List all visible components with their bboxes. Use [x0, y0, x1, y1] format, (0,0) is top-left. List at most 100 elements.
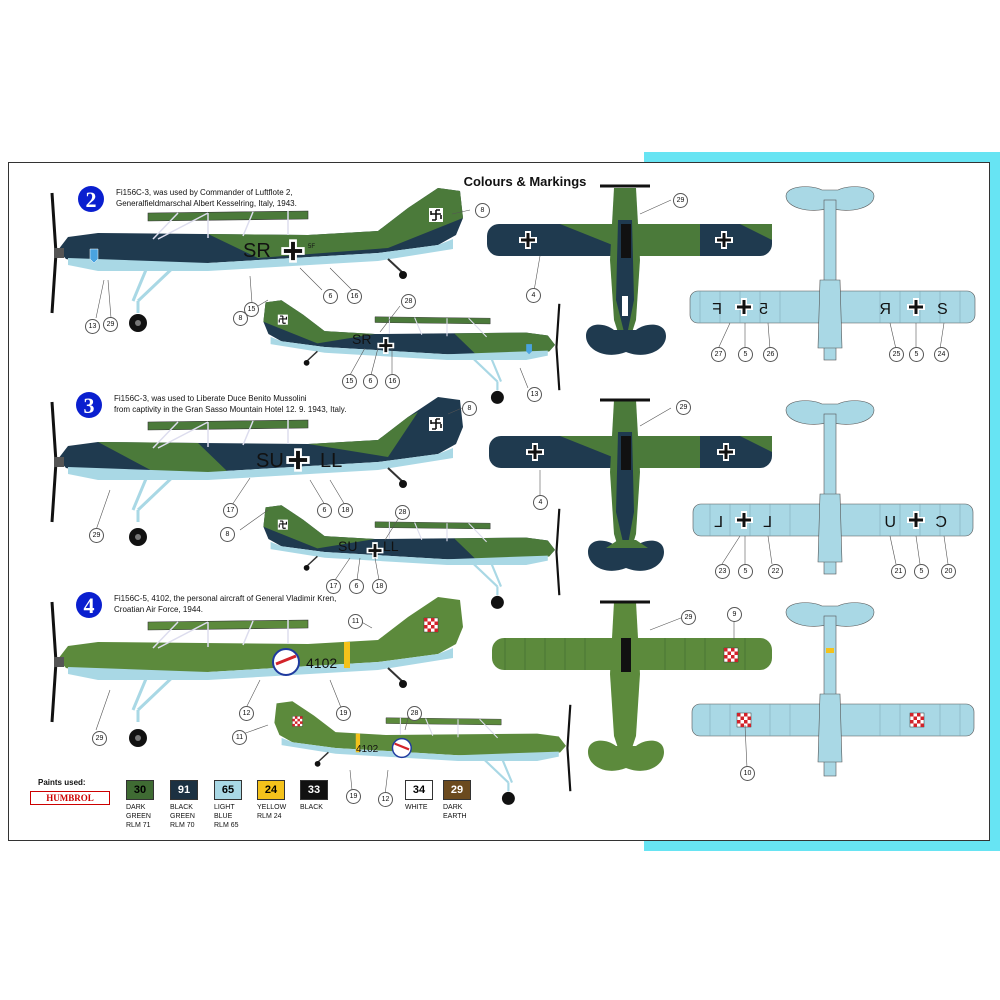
paint-swatch-24: 24	[257, 780, 285, 800]
callout-s2-bottom-0: 27	[711, 347, 726, 362]
callout-s4-small-3: 12	[378, 792, 393, 807]
scheme-4-badge: 4	[76, 592, 102, 618]
scheme-2-small-side-view	[263, 300, 561, 404]
callout-s3-small-3: 6	[349, 579, 364, 594]
scheme-2-code-tiny: 5F	[308, 244, 315, 250]
callout-s2-small-0: 8	[233, 311, 248, 326]
callout-leaders	[95, 199, 949, 796]
callout-s2-bottom-1: 5	[738, 347, 753, 362]
scheme-2-top-view	[487, 184, 772, 355]
scheme-3-badge: 3	[76, 392, 102, 418]
scheme-3-wing-code-u: U	[884, 514, 896, 531]
callout-s2-top-0: 29	[673, 193, 688, 208]
cyan-border-bottom	[644, 841, 1000, 851]
callout-s2-small-5: 13	[527, 387, 542, 402]
callout-s2-side-0: 8	[475, 203, 490, 218]
callout-s3-bottom-4: 5	[914, 564, 929, 579]
callout-s3-bottom-5: 20	[941, 564, 956, 579]
humbrol-logo: HUMBROL	[30, 791, 110, 805]
paint-name-33: BLACK	[300, 804, 323, 811]
callout-s2-small-1: 28	[401, 294, 416, 309]
paint-name-24: YELLOW RLM 24	[257, 804, 287, 820]
scheme-3-wing-code-l1: L	[714, 514, 723, 531]
callout-s4-side-3: 19	[336, 706, 351, 721]
scheme-4-serial-main: 4102	[306, 655, 337, 671]
scheme-3-code-main-left: SU	[256, 450, 284, 472]
callout-s4-top-1: 9	[727, 607, 742, 622]
scheme-3-top-view	[489, 398, 772, 571]
callout-s3-bottom-0: 23	[715, 564, 730, 579]
callout-s2-side-5: 16	[347, 289, 362, 304]
scheme-4-caption: Fi156C-5, 4102, the personal aircraft of…	[114, 594, 337, 614]
scheme-2-code-small: SR	[352, 331, 371, 347]
paint-swatch-30: 30	[126, 780, 154, 800]
cyan-border-right	[990, 152, 1000, 851]
scheme-3-side-view: SU LL	[50, 397, 463, 546]
callout-s3-small-2: 17	[326, 579, 341, 594]
callout-s2-small-2: 15	[342, 374, 357, 389]
callout-s3-small-0: 8	[220, 527, 235, 542]
scheme-3-caption: Fi156C-3, was used to Liberate Duce Beni…	[114, 394, 347, 414]
callout-s4-small-0: 11	[232, 730, 247, 745]
scheme-2-wing-code-f: F	[712, 301, 722, 318]
scheme-4-bottom-view	[691, 602, 975, 777]
callout-s3-side-2: 17	[223, 503, 238, 518]
scheme-3-small-side-view	[263, 505, 561, 609]
page-title: Colours & Markings	[463, 174, 587, 189]
callout-s3-top-1: 4	[533, 495, 548, 510]
scheme-3-code-small-right: LL	[383, 538, 399, 554]
scheme-2-code-main: SR	[243, 240, 271, 262]
callout-s4-small-1: 28	[407, 706, 422, 721]
callout-s3-top-0: 29	[676, 400, 691, 415]
callout-s3-side-3: 6	[317, 503, 332, 518]
callout-s2-side-3: 15	[244, 302, 259, 317]
callout-s2-side-4: 6	[323, 289, 338, 304]
callout-s2-bottom-4: 5	[909, 347, 924, 362]
callout-s3-bottom-1: 5	[738, 564, 753, 579]
paint-swatch-34: 34	[405, 780, 433, 800]
callout-s3-side-0: 8	[462, 401, 477, 416]
scheme-4-top-view	[492, 600, 772, 771]
callout-s3-side-4: 18	[338, 503, 353, 518]
scheme-3-wing-code-c: C	[935, 514, 947, 531]
paint-name-34: WHITE	[405, 804, 428, 811]
scheme-4-serial-small: 4102	[356, 744, 379, 755]
callout-s2-small-3: 6	[363, 374, 378, 389]
callout-s3-side-1: 29	[89, 528, 104, 543]
callout-s2-bottom-2: 26	[763, 347, 778, 362]
scheme-4-small-side-view	[274, 701, 572, 805]
paint-swatch-91: 91	[170, 780, 198, 800]
callout-s4-small-2: 19	[346, 789, 361, 804]
scheme-2-badge: 2	[78, 186, 104, 212]
callout-s2-small-4: 16	[385, 374, 400, 389]
paint-name-30: DARK GREEN RLM 71	[126, 804, 151, 829]
callout-s3-bottom-3: 21	[891, 564, 906, 579]
scheme-4-side-view: 4102	[50, 597, 463, 747]
callout-s4-side-0: 11	[348, 614, 363, 629]
scheme-3-code-main-right: LL	[320, 450, 342, 472]
paint-swatch-29: 29	[443, 780, 471, 800]
callout-s4-bottom-0: 10	[740, 766, 755, 781]
paint-name-29: DARK EARTH	[443, 804, 467, 820]
scheme-2-wing-code-5: 5	[759, 301, 768, 318]
scheme-3-code-small-left: SU	[338, 538, 357, 554]
scheme-2-side-view: SR 5F	[50, 188, 463, 332]
scheme-2-bottom-view: S R F 5	[689, 186, 976, 361]
paint-swatch-33: 33	[300, 780, 328, 800]
scheme-2-caption: Fi156C-3, was used by Commander of Luftf…	[116, 188, 297, 208]
scheme-2-wing-code-r: R	[879, 301, 891, 318]
cyan-border-top	[644, 152, 1000, 162]
callout-s2-top-1: 4	[526, 288, 541, 303]
callout-s4-side-1: 29	[92, 731, 107, 746]
callout-s2-side-2: 29	[103, 317, 118, 332]
scheme-2-wing-code-s: S	[937, 301, 948, 318]
callout-s2-bottom-5: 24	[934, 347, 949, 362]
callout-s3-small-1: 28	[395, 505, 410, 520]
callout-s4-top-0: 29	[681, 610, 696, 625]
scheme-3-wing-code-l2: L	[763, 514, 772, 531]
paint-swatch-65: 65	[214, 780, 242, 800]
paint-name-91: BLACK GREEN RLM 70	[170, 804, 195, 829]
callout-s3-small-4: 18	[372, 579, 387, 594]
callout-s4-side-2: 12	[239, 706, 254, 721]
callout-s2-bottom-3: 25	[889, 347, 904, 362]
